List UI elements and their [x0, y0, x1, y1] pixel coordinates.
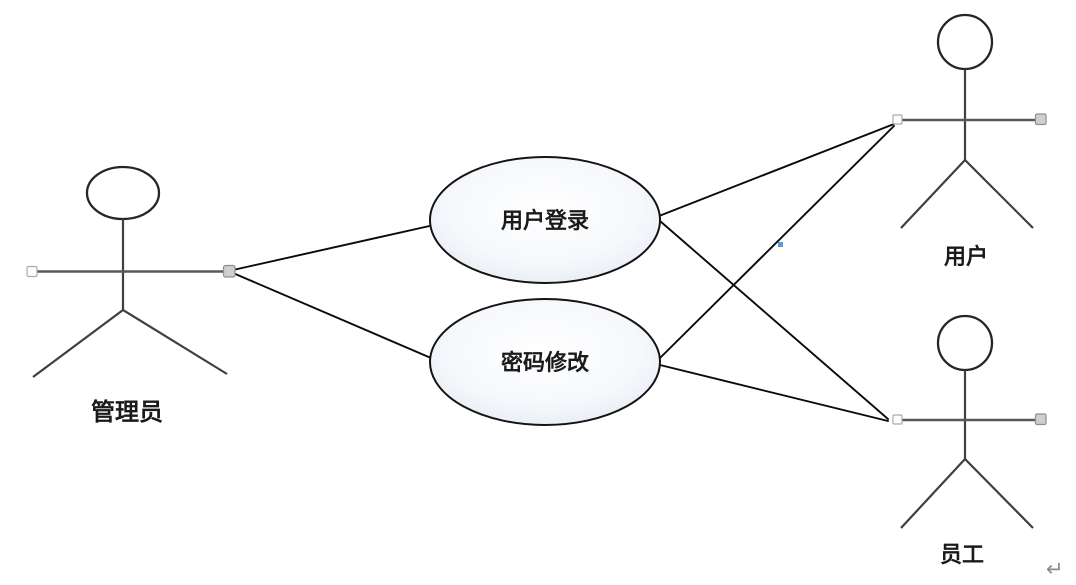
actor-employee-head [936, 314, 994, 372]
actor-user-left-leg [900, 159, 966, 229]
association-password-employee[interactable] [659, 364, 889, 422]
usecase-login-ellipse[interactable] [429, 156, 661, 284]
actor-admin-left-arm-handle[interactable] [26, 265, 38, 278]
actor-admin[interactable]: 管理员 [26, 165, 236, 426]
association-lines [232, 123, 895, 422]
actor-employee-left-arm-handle[interactable] [892, 414, 903, 425]
usecase-password-change[interactable]: 密码修改 [429, 298, 661, 426]
actor-user-right-arm-handle[interactable] [1034, 113, 1047, 126]
actor-admin-right-leg [122, 309, 228, 375]
association-admin-password[interactable] [232, 272, 432, 359]
usecase-login-label: 用户登录 [501, 208, 589, 233]
actor-employee-right-leg [964, 458, 1034, 529]
actor-employee[interactable]: 员工 [892, 314, 1047, 567]
actor-admin-head [85, 165, 161, 221]
connection-point-dot [778, 242, 783, 247]
usecase-password-change-label: 密码修改 [501, 350, 590, 375]
association-login-employee[interactable] [659, 220, 889, 420]
actor-user-head [936, 13, 994, 71]
usecase-password-change-ellipse[interactable] [429, 298, 661, 426]
actor-user[interactable]: 用户 [892, 13, 1047, 269]
paragraph-return-mark: ↵ [1046, 557, 1064, 581]
actor-user-right-leg [964, 159, 1034, 229]
actor-employee-label: 员工 [940, 542, 984, 567]
usecase-login[interactable]: 用户登录 [429, 156, 661, 284]
association-login-user[interactable] [658, 123, 895, 217]
actor-admin-right-arm-handle[interactable] [222, 264, 236, 278]
actor-admin-label: 管理员 [91, 398, 163, 426]
actor-user-label: 用户 [944, 244, 988, 269]
actor-admin-left-leg [32, 309, 124, 378]
actor-employee-left-leg [900, 458, 966, 529]
association-password-user[interactable] [658, 125, 895, 360]
actor-user-left-arm-handle[interactable] [892, 114, 903, 125]
association-admin-login[interactable] [232, 224, 435, 271]
actor-employee-right-arm-handle[interactable] [1034, 413, 1047, 426]
